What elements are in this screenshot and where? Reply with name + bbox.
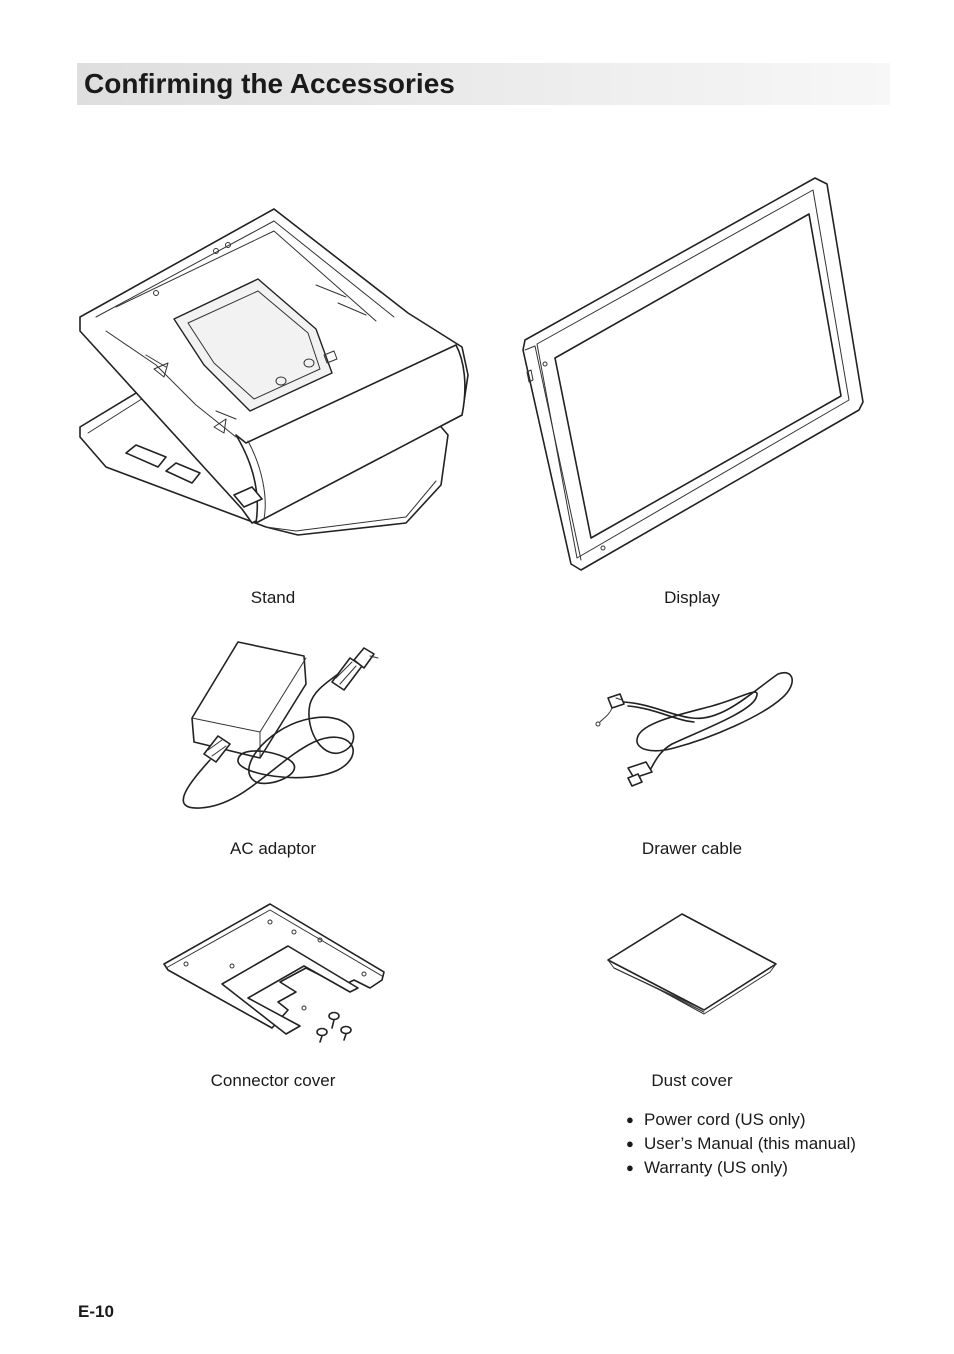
ac-adaptor-illustration bbox=[174, 634, 384, 814]
other-items-list: ● Power cord (US only) ● User’s Manual (th… bbox=[626, 1108, 856, 1180]
list-item-text: User’s Manual (this manual) bbox=[644, 1134, 856, 1153]
caption-ac-adaptor: AC adaptor bbox=[230, 839, 316, 858]
caption-drawer-cable: Drawer cable bbox=[641, 839, 743, 858]
bullet-icon: ● bbox=[626, 1112, 634, 1127]
section-title-bar: Confirming the Accessories bbox=[77, 63, 890, 105]
list-item-text: Warranty (US only) bbox=[644, 1158, 788, 1177]
list-item: ● Warranty (US only) bbox=[626, 1156, 856, 1180]
page-number: E-10 bbox=[78, 1302, 114, 1321]
drawer-cable-illustration bbox=[592, 664, 798, 790]
dust-cover-illustration bbox=[604, 910, 780, 1018]
bullet-icon: ● bbox=[626, 1160, 634, 1175]
list-item-text: Power cord (US only) bbox=[644, 1110, 806, 1129]
caption-dust-cover: Dust cover bbox=[651, 1071, 733, 1090]
caption-stand: Stand bbox=[250, 588, 296, 607]
bullet-icon: ● bbox=[626, 1136, 634, 1151]
display-illustration bbox=[515, 172, 875, 578]
connector-cover-illustration bbox=[160, 902, 390, 1044]
caption-display: Display bbox=[664, 588, 720, 607]
list-item: ● User’s Manual (this manual) bbox=[626, 1132, 856, 1156]
list-item: ● Power cord (US only) bbox=[626, 1108, 856, 1132]
caption-connector-cover: Connector cover bbox=[210, 1071, 336, 1090]
stand-illustration bbox=[76, 205, 476, 545]
page-title: Confirming the Accessories bbox=[84, 68, 455, 99]
